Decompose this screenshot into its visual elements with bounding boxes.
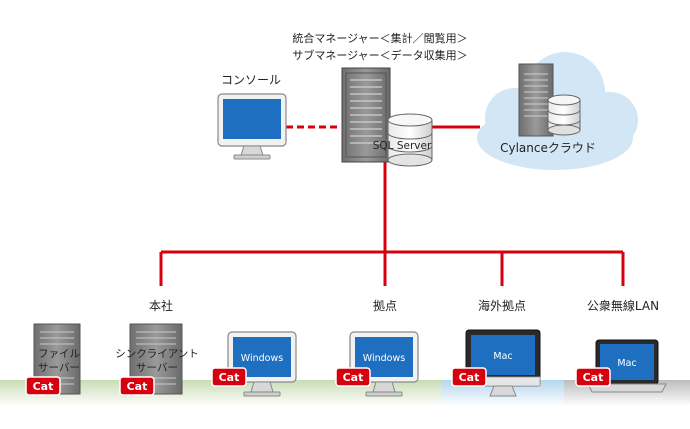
mac-label-macbook: Mac (617, 358, 636, 369)
file-server-label-2: サーバー (38, 362, 80, 374)
cloud-database-icon (547, 94, 581, 136)
cylance-cloud: Cylanceクラウド (477, 52, 638, 170)
cat-badge: Cat (575, 367, 611, 387)
windows-label-kyoten: Windows (363, 353, 405, 364)
thin-client-server-label-2: サーバー (136, 362, 178, 374)
cloud-label: Cylanceクラウド (500, 141, 596, 155)
console-monitor-icon (217, 93, 287, 160)
cat-badge: Cat (25, 376, 61, 396)
macbook-icon (587, 339, 667, 393)
cat-badge-label: Cat (219, 371, 240, 384)
cat-badge: Cat (335, 367, 371, 387)
console-label: コンソール (221, 73, 281, 87)
cat-badge-label: Cat (343, 371, 364, 384)
branch-label-kyoten: 拠点 (373, 299, 397, 313)
cat-badge-label: Cat (459, 371, 480, 384)
manager-server-icon (341, 67, 391, 163)
manager-label-1: 統合マネージャー＜集計／閲覧用＞ (292, 31, 467, 45)
sql-server-label: SQL Server (373, 140, 432, 152)
sql-server-database-icon (387, 113, 433, 167)
cat-badge-label: Cat (33, 380, 54, 393)
cat-badge: Cat (211, 367, 247, 387)
mac-label-imac: Mac (493, 351, 512, 362)
branch-label-honsha: 本社 (149, 298, 173, 313)
branch-label-public-lan: 公衆無線LAN (587, 298, 659, 313)
manager-label-2: サブマネージャー＜データ収集用＞ (292, 48, 467, 62)
branch-label-kaigai: 海外拠点 (478, 298, 526, 313)
cat-badge: Cat (119, 376, 155, 396)
windows-label-honsha: Windows (241, 353, 283, 364)
cat-badge-label: Cat (583, 371, 604, 384)
network-lines (159, 125, 625, 286)
cat-badges: Cat Cat Cat Cat Cat Cat (25, 367, 611, 396)
thin-client-server-label-1: シンクライアント (115, 348, 199, 360)
cat-badge-label: Cat (127, 380, 148, 393)
file-server-label-1: ファイル (38, 348, 80, 360)
cat-badge: Cat (451, 367, 487, 387)
